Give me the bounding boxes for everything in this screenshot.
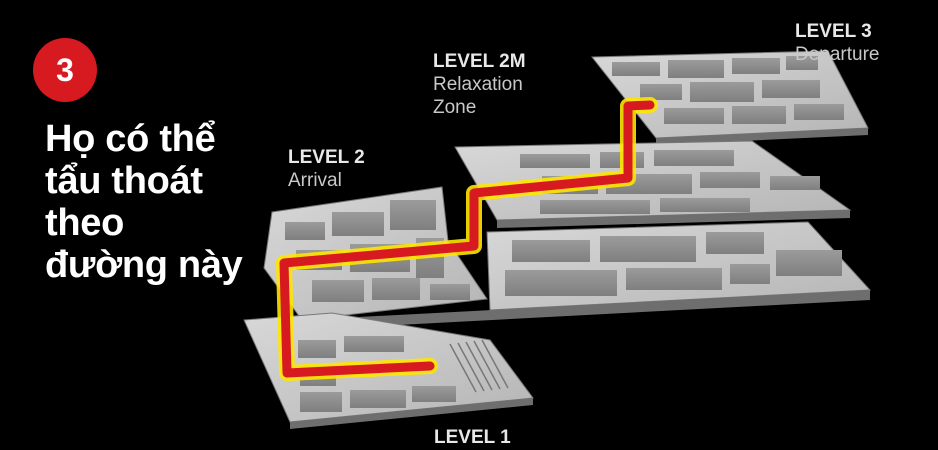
level-2m-label: LEVEL 2M Relaxation Zone [433, 50, 526, 119]
level-description: Relaxation [433, 74, 523, 95]
level-name: LEVEL 1 [434, 427, 511, 448]
level-3-floor [590, 50, 869, 145]
escape-route-path [276, 97, 658, 381]
level-description: Departure [795, 44, 880, 65]
headline-line: Họ có thể [45, 118, 216, 160]
level-3-label: LEVEL 3 Departure [795, 20, 880, 66]
headline-line: tẩu thoát [45, 160, 203, 202]
headline-line: theo [45, 202, 125, 244]
level-name: LEVEL 2 [288, 147, 365, 168]
level-2-label: LEVEL 2 Arrival [288, 146, 365, 192]
level-name: LEVEL 3 [795, 21, 872, 42]
headline: Họ có thể tẩu thoát theo đường này [45, 118, 285, 286]
level-description: Arrival [288, 170, 342, 191]
level-1-label: LEVEL 1 [434, 426, 511, 449]
escalator-stripes [449, 339, 509, 393]
level-name: LEVEL 2M [433, 51, 526, 72]
headline-line: đường này [45, 244, 243, 286]
step-number-badge: 3 [33, 38, 97, 102]
level-description: Zone [433, 97, 477, 118]
